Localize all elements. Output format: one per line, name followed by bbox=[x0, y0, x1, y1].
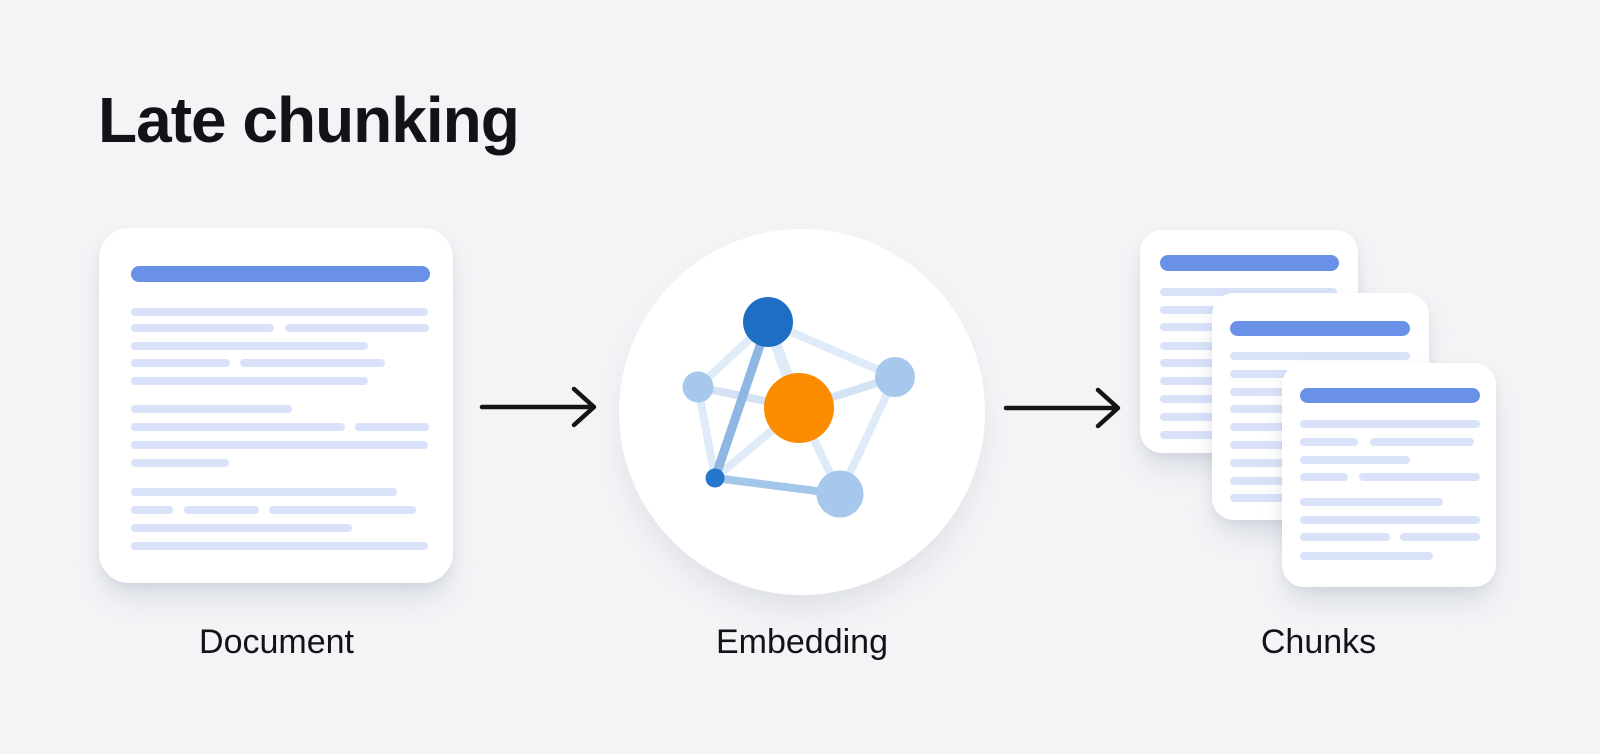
text-line-placeholder bbox=[355, 423, 429, 431]
text-line-placeholder bbox=[285, 324, 429, 332]
text-line-placeholder bbox=[1160, 288, 1337, 296]
text-line-placeholder bbox=[131, 359, 230, 367]
embedding-network-icon bbox=[682, 297, 915, 518]
text-line-placeholder bbox=[1400, 533, 1480, 541]
text-line-placeholder bbox=[131, 377, 368, 385]
text-line-placeholder bbox=[1300, 552, 1433, 560]
text-line-placeholder bbox=[131, 308, 428, 316]
chunk-card-front bbox=[1282, 363, 1496, 587]
stage-label-chunks: Chunks bbox=[1260, 623, 1377, 661]
stage-label-document: Document bbox=[199, 623, 354, 661]
text-line-placeholder bbox=[131, 524, 352, 532]
text-line-placeholder bbox=[1230, 352, 1410, 360]
page-title: Late chunking bbox=[98, 84, 520, 156]
text-line-placeholder bbox=[1300, 420, 1480, 428]
node-orange bbox=[764, 373, 834, 443]
node-light-left bbox=[682, 371, 714, 403]
text-line-placeholder bbox=[131, 405, 292, 413]
embedding-circle bbox=[619, 229, 985, 595]
text-line-placeholder bbox=[240, 359, 385, 367]
document-card-icon bbox=[99, 228, 453, 583]
text-line-placeholder bbox=[131, 423, 345, 431]
text-line-placeholder bbox=[184, 506, 259, 514]
document-heading-placeholder bbox=[131, 266, 430, 282]
chunk-heading-placeholder bbox=[1230, 321, 1410, 336]
arrow-right-icon bbox=[1003, 387, 1121, 429]
text-line-placeholder bbox=[131, 324, 274, 332]
text-line-placeholder bbox=[1370, 438, 1474, 446]
text-line-placeholder bbox=[131, 506, 173, 514]
node-light-bottom bbox=[816, 470, 864, 518]
chunk-heading-placeholder bbox=[1300, 388, 1480, 403]
text-line-placeholder bbox=[1359, 473, 1480, 481]
text-line-placeholder bbox=[131, 542, 428, 550]
stage-label-embedding: Embedding bbox=[715, 623, 888, 661]
node-small-blue bbox=[705, 468, 725, 488]
text-line-placeholder bbox=[131, 459, 229, 467]
node-dark-blue bbox=[743, 297, 793, 347]
text-line-placeholder bbox=[1300, 516, 1480, 524]
text-line-placeholder bbox=[1300, 498, 1443, 506]
text-line-placeholder bbox=[269, 506, 416, 514]
node-light-right bbox=[875, 357, 915, 397]
text-line-placeholder bbox=[131, 342, 368, 350]
text-line-placeholder bbox=[1300, 533, 1390, 541]
text-line-placeholder bbox=[1300, 456, 1410, 464]
text-line-placeholder bbox=[1300, 438, 1358, 446]
text-line-placeholder bbox=[131, 488, 397, 496]
text-line-placeholder bbox=[131, 441, 428, 449]
text-line-placeholder bbox=[1300, 473, 1348, 481]
arrow-right-icon bbox=[479, 386, 597, 428]
chunk-heading-placeholder bbox=[1160, 255, 1339, 271]
